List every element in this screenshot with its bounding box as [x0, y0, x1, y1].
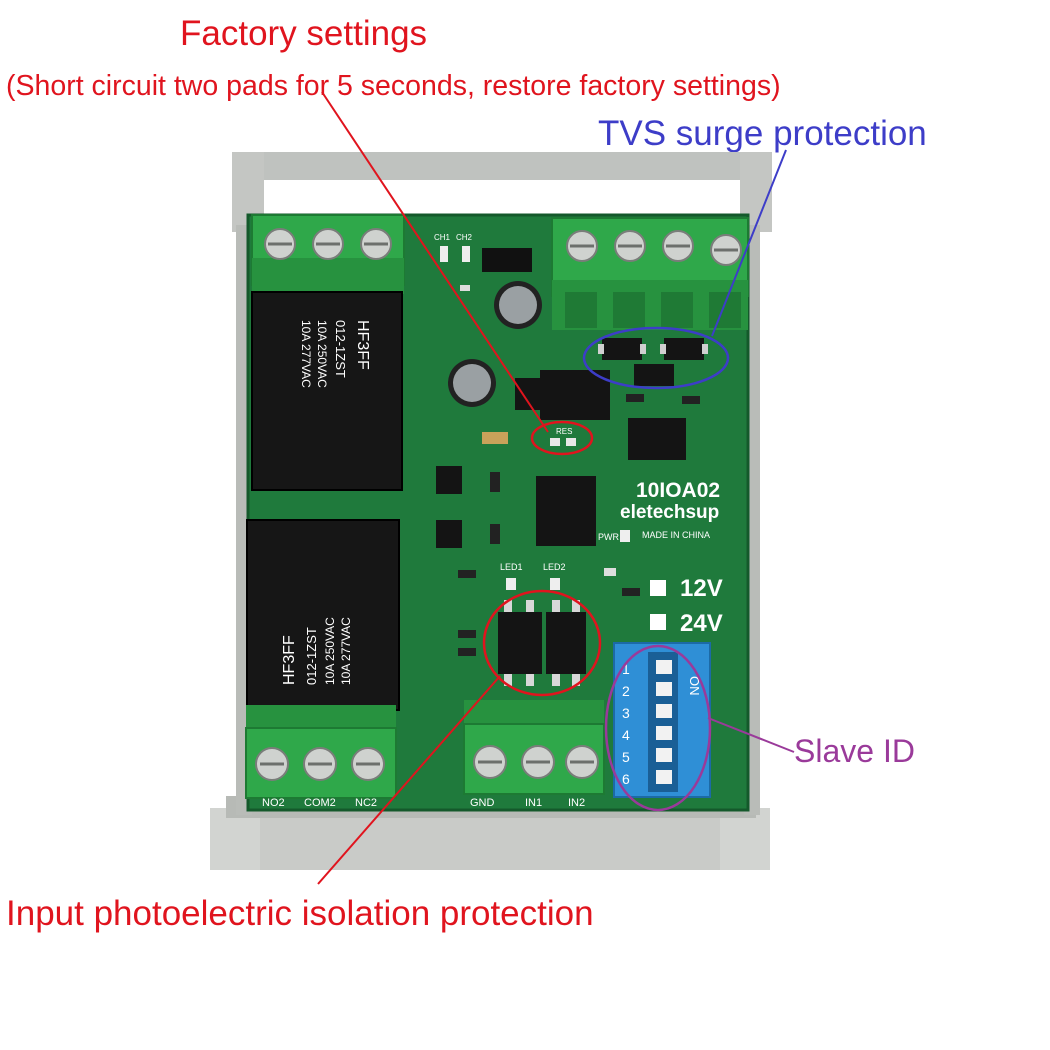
svg-text:10A 277VAC: 10A 277VAC	[339, 617, 353, 685]
svg-text:012-1ZST: 012-1ZST	[333, 320, 348, 378]
svg-text:ON: ON	[687, 676, 702, 696]
dip-switch: ON 1 2 3 4 5 6	[613, 642, 711, 798]
svg-text:2: 2	[622, 683, 630, 699]
input-isolation-callout	[317, 589, 602, 885]
terminal-block-bottom-left: NO2 COM2 NC2	[245, 705, 397, 809]
board-brand-text: eletechsup	[620, 502, 719, 523]
svg-text:10A 250VAC: 10A 250VAC	[323, 617, 337, 685]
svg-text:4: 4	[622, 727, 630, 743]
made-in-text: MADE IN CHINA	[642, 530, 710, 540]
svg-text:5: 5	[622, 749, 630, 765]
svg-text:6: 6	[622, 771, 630, 787]
svg-text:LED2: LED2	[543, 562, 566, 572]
svg-text:3: 3	[622, 705, 630, 721]
reset-pads: RES	[550, 427, 576, 446]
voltage-12-pad	[650, 580, 666, 596]
factory-settings-callout	[321, 91, 594, 456]
factory-settings-title: Factory settings	[180, 14, 428, 53]
svg-text:CH2: CH2	[456, 233, 473, 242]
svg-text:10A 250VAC: 10A 250VAC	[315, 320, 329, 388]
svg-text:PWR: PWR	[598, 532, 619, 542]
smd-components: CH1 CH2 LED1 LED2	[434, 233, 700, 656]
svg-text:HF3FF: HF3FF	[354, 320, 371, 370]
voltage-24-text: 24V	[680, 610, 723, 637]
slave-id-label: Slave ID	[794, 733, 915, 769]
terminal-block-top-right	[551, 217, 749, 330]
svg-text:CH1: CH1	[434, 233, 451, 242]
board-model-text: 10IOA02	[636, 479, 720, 502]
tvs-surge-label: TVS surge protection	[598, 114, 927, 153]
svg-text:012-1ZST: 012-1ZST	[304, 627, 319, 685]
svg-text:LED1: LED1	[500, 562, 523, 572]
tvs-diodes	[598, 338, 708, 386]
svg-text:IN1: IN1	[525, 797, 542, 809]
optocouplers	[498, 600, 586, 686]
slave-id-callout	[604, 644, 795, 812]
svg-text:HF3FF: HF3FF	[281, 635, 298, 685]
svg-text:10A 277VAC: 10A 277VAC	[299, 320, 313, 388]
voltage-12-text: 12V	[680, 575, 723, 602]
svg-text:NO2: NO2	[262, 797, 285, 809]
input-isolation-label: Input photoelectric isolation protection	[6, 894, 594, 933]
factory-settings-detail: (Short circuit two pads for 5 seconds, r…	[6, 70, 781, 102]
relay-2: HF3FF 012-1ZST 10A 250VAC 10A 277VAC	[246, 519, 400, 711]
tvs-callout	[582, 149, 787, 390]
terminal-block-top-left	[251, 214, 405, 294]
svg-text:1: 1	[622, 661, 630, 677]
relay-1: HF3FF 012-1ZST 10A 250VAC 10A 277VAC	[251, 291, 403, 491]
terminal-block-bottom-middle: GND IN1 IN2	[463, 700, 605, 809]
voltage-24-pad	[650, 614, 666, 630]
svg-text:NC2: NC2	[355, 797, 377, 809]
svg-text:IN2: IN2	[568, 797, 585, 809]
svg-text:RES: RES	[556, 427, 572, 436]
svg-text:COM2: COM2	[304, 797, 336, 809]
svg-text:GND: GND	[470, 797, 495, 809]
